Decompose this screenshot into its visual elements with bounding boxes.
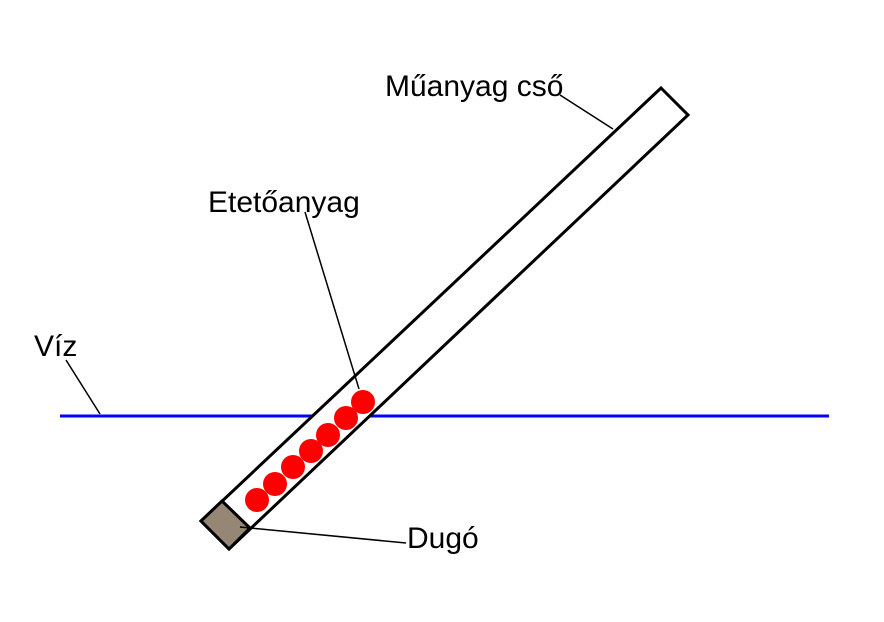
water-leader-line: [65, 359, 101, 415]
bait-ball: [281, 455, 305, 479]
bait-ball: [299, 439, 323, 463]
bait-label: Etetőanyag: [208, 186, 360, 219]
plug-leader-line: [239, 526, 407, 544]
bait-ball: [245, 488, 269, 512]
bait-ball: [316, 423, 340, 447]
bait-ball: [351, 390, 375, 414]
bait-ball: [263, 472, 287, 496]
water-label: Víz: [34, 330, 77, 363]
bait-leader-line: [304, 211, 360, 390]
bait-ball: [334, 406, 358, 430]
plug-label: Dugó: [407, 522, 479, 555]
bait-balls: [245, 390, 375, 512]
pipe-leader-line: [559, 94, 614, 130]
pipe-label: Műanyag cső: [385, 70, 563, 103]
